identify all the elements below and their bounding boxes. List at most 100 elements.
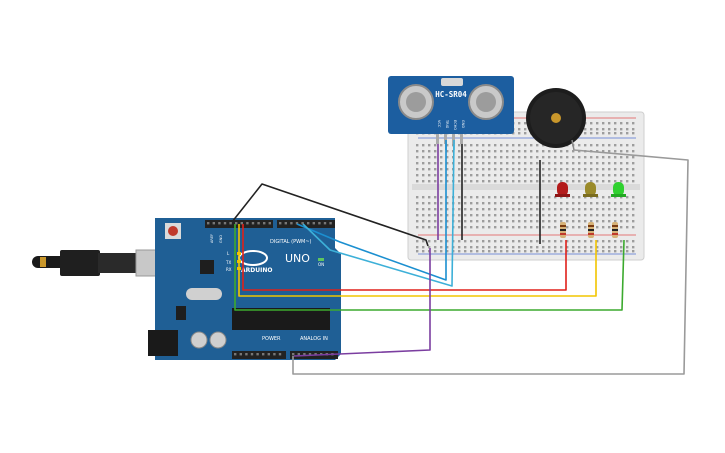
wire-green[interactable]	[234, 224, 625, 311]
breadboard-hole	[524, 240, 527, 243]
breadboard-hole	[554, 168, 557, 171]
breadboard-hole	[494, 174, 497, 177]
breadboard-hole	[572, 156, 575, 159]
breadboard-hole	[524, 250, 527, 253]
wire-cyan[interactable]	[302, 139, 455, 287]
breadboard-hole	[440, 214, 443, 217]
breadboard-hole	[602, 174, 605, 177]
breadboard-hole	[434, 202, 437, 205]
breadboard-hole	[470, 246, 473, 249]
breadboard-hole	[608, 144, 611, 147]
breadboard-hole	[548, 156, 551, 159]
breadboard-hole	[458, 208, 461, 211]
led-yellow[interactable]	[583, 182, 598, 197]
breadboard-hole	[446, 250, 449, 253]
breadboard-hole	[614, 220, 617, 223]
breadboard-hole	[602, 128, 605, 131]
breadboard-hole	[434, 180, 437, 183]
led-green[interactable]	[611, 182, 626, 197]
breadboard-hole	[554, 246, 557, 249]
breadboard-hole	[620, 240, 623, 243]
breadboard-hole	[428, 208, 431, 211]
led-red[interactable]	[555, 182, 570, 197]
breadboard-hole	[530, 162, 533, 165]
breadboard-hole	[416, 174, 419, 177]
breadboard-hole	[614, 168, 617, 171]
breadboard-hole	[476, 196, 479, 199]
breadboard-hole	[614, 180, 617, 183]
breadboard-hole	[620, 144, 623, 147]
resistor-1[interactable]	[560, 222, 566, 238]
wire-blue[interactable]	[296, 140, 447, 281]
wire-red[interactable]	[242, 224, 567, 291]
breadboard-hole	[416, 162, 419, 165]
breadboard-hole	[578, 250, 581, 253]
breadboard-hole	[506, 214, 509, 217]
breadboard-hole	[476, 156, 479, 159]
breadboard-hole	[464, 202, 467, 205]
wire-purple[interactable]	[293, 248, 431, 357]
breadboard-hole	[446, 168, 449, 171]
breadboard-hole	[428, 214, 431, 217]
breadboard-hole	[476, 214, 479, 217]
breadboard-hole	[530, 168, 533, 171]
wire-yellow[interactable]	[238, 224, 597, 297]
sensor-model-label: HC-SR04	[435, 90, 467, 99]
breadboard-hole	[422, 180, 425, 183]
breadboard-hole	[566, 202, 569, 205]
breadboard-hole	[566, 174, 569, 177]
breadboard-hole	[464, 220, 467, 223]
arduino-uno-board[interactable]: ARDUINO UNO DIGITAL (PWM~) ANALOG IN POW…	[148, 218, 341, 360]
wire-black[interactable]	[231, 183, 429, 247]
breadboard-hole	[584, 250, 587, 253]
header-pin	[314, 353, 317, 356]
piezo-buzzer[interactable]	[526, 88, 586, 151]
breadboard[interactable]	[407, 111, 645, 261]
breadboard-hole	[434, 144, 437, 147]
resistor-2[interactable]	[588, 222, 594, 238]
breadboard-hole	[494, 240, 497, 243]
breadboard-hole	[596, 162, 599, 165]
breadboard-hole	[458, 196, 461, 199]
breadboard-hole	[482, 150, 485, 153]
breadboard-hole	[500, 156, 503, 159]
breadboard-hole	[440, 174, 443, 177]
header-pin	[263, 222, 266, 225]
breadboard-hole	[626, 150, 629, 153]
breadboard-hole	[596, 174, 599, 177]
breadboard-hole	[500, 214, 503, 217]
breadboard-hole	[488, 240, 491, 243]
breadboard-hole	[584, 214, 587, 217]
breadboard-hole	[614, 208, 617, 211]
breadboard-hole	[608, 156, 611, 159]
breadboard-hole	[512, 240, 515, 243]
breadboard-hole	[476, 180, 479, 183]
header-pin	[257, 222, 260, 225]
breadboard-hole	[512, 246, 515, 249]
breadboard-hole	[632, 168, 635, 171]
header-pin	[297, 353, 300, 356]
ultrasonic-sensor[interactable]: HC-SR04 VCC TRIG ECHO GND	[388, 76, 514, 144]
breadboard-hole	[632, 226, 635, 229]
breadboard-hole	[608, 214, 611, 217]
wire-gray[interactable]	[292, 149, 689, 375]
aref-label: AREF	[210, 234, 214, 243]
breadboard-hole	[590, 174, 593, 177]
breadboard-hole	[596, 250, 599, 253]
breadboard-hole	[416, 202, 419, 205]
breadboard-hole	[620, 128, 623, 131]
resistor-3[interactable]	[612, 222, 618, 238]
breadboard-hole	[602, 214, 605, 217]
breadboard-hole	[608, 226, 611, 229]
breadboard-hole	[524, 156, 527, 159]
breadboard-hole	[488, 174, 491, 177]
breadboard-hole	[446, 180, 449, 183]
breadboard-hole	[506, 162, 509, 165]
breadboard-hole	[548, 168, 551, 171]
breadboard-hole	[536, 220, 539, 223]
breadboard-hole	[494, 150, 497, 153]
breadboard-hole	[446, 196, 449, 199]
breadboard-hole	[464, 144, 467, 147]
analog-header-label: ANALOG IN	[300, 336, 328, 342]
